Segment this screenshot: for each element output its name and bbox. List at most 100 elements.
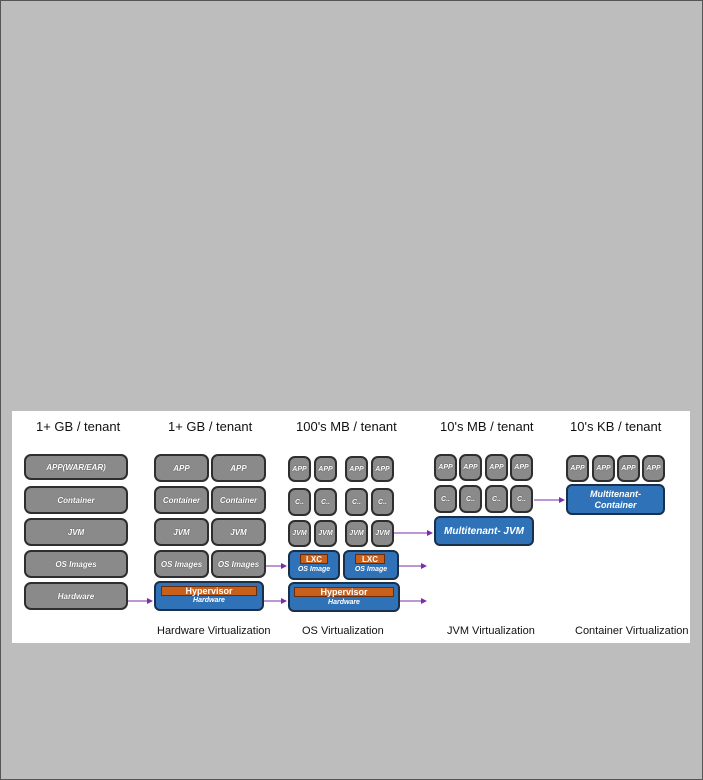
app-box: APP [314,456,337,482]
box-label: Container [219,495,258,505]
box-label: APP [292,465,307,473]
app-box: APP [211,454,266,482]
box-label: APP [463,464,478,471]
hardware-hypervisor-box: Hypervisor Hardware [288,582,400,612]
container-short-box: C.. [314,488,337,516]
os-images-box: OS Images [24,550,128,578]
lxc-bar: LXC [300,554,328,564]
jvm-box: JVM [154,518,209,546]
box-label: APP [173,463,190,473]
jvm-box: JVM [371,520,394,547]
container-short-box: C.. [434,485,457,513]
box-label: OS Images [160,559,203,569]
box-label: APP [514,464,529,471]
multitenant-container-label: Container [594,499,637,510]
box-label: C.. [517,495,526,503]
lxc-os-image-box: LXC OS Image [343,550,399,580]
app-box: APP [288,456,311,482]
app-war-ear-box: APP(WAR/EAR) [24,454,128,480]
header-col3: 100's MB / tenant [296,419,397,434]
hardware-hypervisor-box: Hypervisor Hardware [154,581,264,611]
virtualization-diagram: 1+ GB / tenant 1+ GB / tenant 100's MB /… [12,411,690,643]
container-short-box: C.. [371,488,394,516]
box-label: C.. [466,495,475,503]
header-col1: 1+ GB / tenant [36,419,121,434]
header-col2: 1+ GB / tenant [168,419,253,434]
arrows-layer [128,497,565,604]
box-label: APP [489,464,504,471]
box-label: JVM [292,530,307,537]
app-box: APP [154,454,209,482]
hypervisor-bar: Hypervisor [294,587,394,597]
footer-container-virtualization: Container Virtualization [575,625,689,637]
box-label: APP [318,465,333,473]
footer-hardware-virtualization: Hardware Virtualization [157,625,271,637]
app-box: APP [592,455,615,482]
header-col5: 10's KB / tenant [570,419,662,434]
app-box: APP [459,454,482,481]
box-label: JVM [318,530,333,537]
box-label: Container [162,495,201,505]
container-short-box: C.. [459,485,482,513]
box-label: APP [349,465,364,473]
hardware-label: Hardware [193,597,225,604]
container-box: Container [24,486,128,514]
box-label: APP [230,463,247,473]
hardware-label: Hardware [328,599,360,606]
app-box: APP [434,454,457,481]
box-label: APP [621,465,636,472]
multitenant-container-label: Multitenant- [590,488,641,499]
container-box: Container [211,486,266,514]
box-label: C.. [321,498,330,506]
box-label: JVM [230,527,247,537]
header-col4: 10's MB / tenant [440,419,534,434]
container-short-box: C.. [345,488,368,516]
box-label: APP [570,465,585,472]
container-short-box: C.. [485,485,508,513]
jvm-box: JVM [345,520,368,547]
multitenant-jvm-box: Multitenant- JVM [434,516,534,546]
app-box: APP [485,454,508,481]
box-label: JVM [67,527,85,537]
hardware-box: Hardware [24,582,128,610]
os-image-label: OS Image [354,566,388,573]
box-label: C.. [378,498,387,506]
hypervisor-label: Hypervisor [185,586,233,596]
jvm-box: JVM [288,520,311,547]
box-label: C.. [295,498,304,506]
os-images-box: OS Images [211,550,266,578]
jvm-box: JVM [314,520,337,547]
hypervisor-bar: Hypervisor [161,586,257,596]
lxc-bar: LXC [355,554,385,564]
box-label: JVM [375,530,390,537]
app-box: APP [345,456,368,482]
app-box: APP [617,455,640,482]
lxc-os-image-box: LXC OS Image [288,550,340,580]
box-label: JVM [173,527,190,537]
lxc-label: LXC [306,554,322,564]
hypervisor-label: Hypervisor [320,587,368,597]
footer-os-virtualization: OS Virtualization [302,625,384,637]
container-short-box: C.. [288,488,311,516]
box-label: C.. [352,498,361,506]
footer-jvm-virtualization: JVM Virtualization [447,625,535,637]
box-label: APP [438,464,453,471]
box-label: APP [646,465,661,472]
app-box: APP [371,456,394,482]
app-box: APP [642,455,665,482]
lxc-label: LXC [362,554,378,564]
app-box: APP [566,455,589,482]
box-label: C.. [492,495,501,503]
box-label: JVM [349,530,364,537]
jvm-box: JVM [24,518,128,546]
box-label: Hardware [57,591,95,601]
container-short-box: C.. [510,485,533,513]
box-label: C.. [441,495,450,503]
box-label: APP [596,465,611,472]
os-image-label: OS Image [297,566,331,573]
multitenant-container-box: Multitenant- Container [566,484,665,515]
app-box: APP [510,454,533,481]
box-label: Container [57,495,95,505]
jvm-box: JVM [211,518,266,546]
